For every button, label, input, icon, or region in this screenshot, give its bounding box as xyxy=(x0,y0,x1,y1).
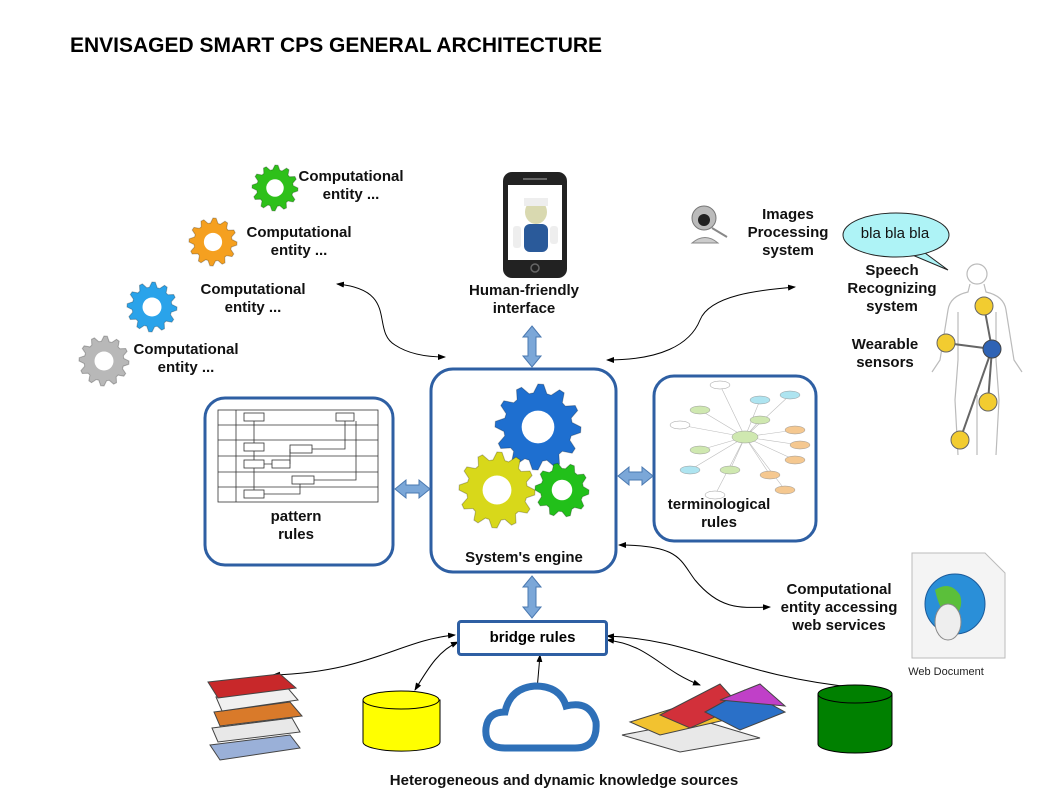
swimlane-diagram-icon xyxy=(217,409,379,503)
cloud-icon xyxy=(482,682,600,752)
human-body-icon xyxy=(931,263,1023,456)
pattern-rules-label: pattern rules xyxy=(270,508,322,543)
bridge-yellowdb-connector xyxy=(414,641,459,691)
engine-bridge-arrow xyxy=(521,575,543,619)
bridge-rules-box: bridge rules xyxy=(457,620,608,656)
entities-engine-connector xyxy=(336,281,446,360)
engine-gear-icon xyxy=(458,451,536,529)
wearable-sensors-label: Wearable sensors xyxy=(851,336,919,371)
speech-bubble-icon xyxy=(842,212,950,271)
bridge-greendb-connector xyxy=(606,633,861,691)
green-database-icon xyxy=(817,684,893,754)
gear-icon xyxy=(126,281,178,333)
web-services-label: Computational entity accessing web servi… xyxy=(780,581,898,634)
computational-entity-label: Computational entity ... xyxy=(246,224,352,259)
images-processing-label: Images Processing system xyxy=(747,206,829,259)
page-title: ENVISAGED SMART CPS GENERAL ARCHITECTURE xyxy=(70,34,603,57)
speech-bubble-text: bla bla bla xyxy=(860,225,930,242)
system-engine-label: System's engine xyxy=(465,549,583,566)
yellow-database-icon xyxy=(362,690,441,752)
engine-gear-icon xyxy=(534,462,590,518)
computational-entity-label: Computational entity ... xyxy=(133,341,239,376)
wearable-sensors-icon xyxy=(936,296,1002,450)
pattern-engine-arrow xyxy=(394,478,431,500)
books-stack-icon xyxy=(207,673,303,761)
web-document-label: Web Document xyxy=(908,666,984,678)
bridge-openbooks-connector xyxy=(606,637,701,686)
sensors-engine-connector xyxy=(606,284,796,363)
speech-recognizing-label: Speech Recognizing system xyxy=(847,262,937,315)
web-document-icon xyxy=(911,552,1006,659)
ontology-graph-icon xyxy=(669,380,811,500)
gear-icon xyxy=(251,164,299,212)
computational-entity-label: Computational entity ... xyxy=(200,281,306,316)
computational-entity-label: Computational entity ... xyxy=(298,168,404,203)
interface-engine-arrow xyxy=(521,325,543,368)
human-friendly-interface-label: Human-friendly interface xyxy=(468,282,579,317)
gear-icon xyxy=(78,335,130,387)
webcam-icon xyxy=(690,205,728,244)
open-books-icon xyxy=(621,683,787,753)
gear-icon xyxy=(188,217,238,267)
engine-terminological-arrow xyxy=(617,465,654,487)
engine-gear-icon xyxy=(494,383,582,471)
smartphone-icon xyxy=(503,172,567,278)
webservices-engine-connector xyxy=(618,542,771,611)
knowledge-sources-label: Heterogeneous and dynamic knowledge sour… xyxy=(389,772,739,789)
bridge-books-connector xyxy=(272,632,456,678)
terminological-rules-label: terminological rules xyxy=(667,496,771,531)
